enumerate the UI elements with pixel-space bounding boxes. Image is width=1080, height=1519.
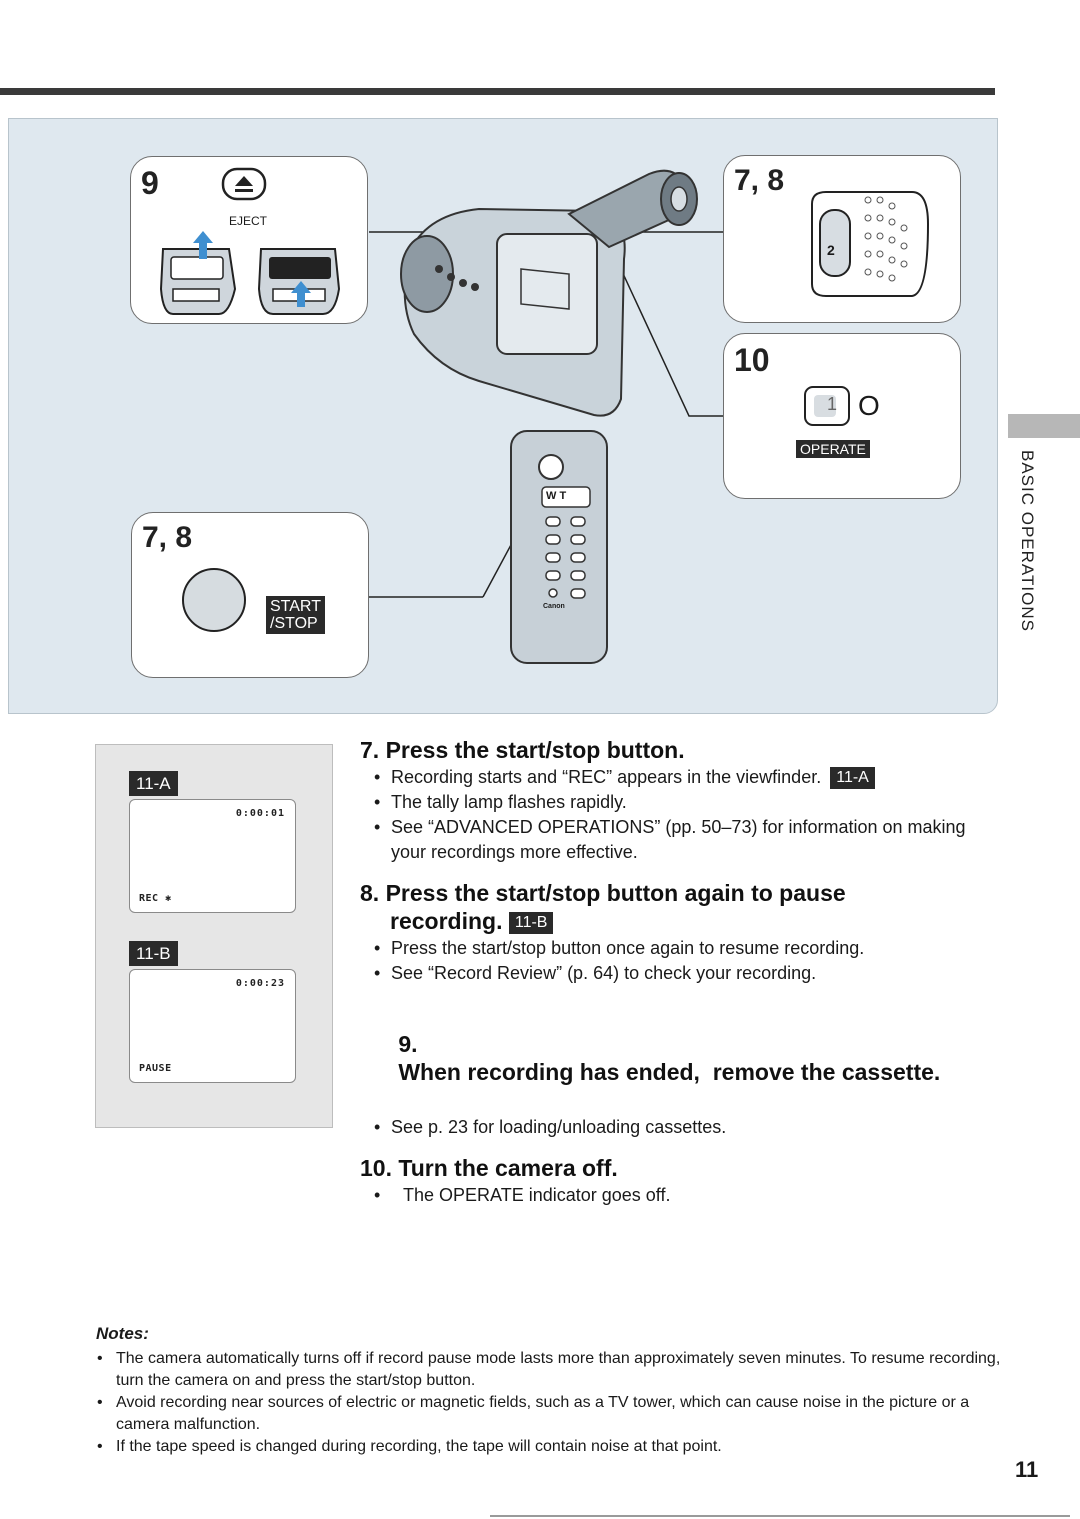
step-7-heading: 7. Press the start/stop button.	[360, 736, 1000, 764]
note-1: The camera automatically turns off if re…	[96, 1348, 1006, 1392]
step-8-heading-cont: recording. 11-B	[360, 907, 1000, 935]
step-7-title: Press the start/stop button.	[385, 737, 685, 763]
step-7-bullet-3: See “ADVANCED OPERATIONS” (pp. 50–73) fo…	[360, 815, 1000, 865]
step-7-bullet-1-text: Recording starts and “REC” appears in th…	[391, 767, 822, 787]
step-8-title-cont: recording.	[390, 908, 503, 934]
power-switch-icon	[804, 386, 850, 426]
step-number-9: 9	[141, 165, 159, 201]
cassette-compartment-icon	[159, 231, 341, 315]
start-label: START	[270, 598, 321, 615]
viewfinder-examples: 11-A 0:00:01 REC ✱ 11-B 0:00:23 PAUSE	[95, 744, 333, 1128]
viewfinder-screen-a: 0:00:01 REC ✱	[129, 799, 296, 913]
bullet-badge-11-a: 11-A	[830, 767, 875, 790]
step-8-bullet-1: Press the start/stop button once again t…	[360, 936, 1000, 961]
step-10-heading: 10. Turn the camera off.	[360, 1154, 1000, 1182]
panel-operate-switch: 10 1 O OPERATE	[723, 333, 961, 499]
button-mark-2: 2	[827, 242, 835, 258]
notes-title: Notes:	[96, 1324, 149, 1343]
bottom-rule	[490, 1515, 1070, 1517]
notes: Notes: The camera automatically turns of…	[96, 1324, 1006, 1458]
step-7-number: 7.	[360, 737, 380, 763]
heading-badge-11-b: 11-B	[508, 911, 554, 934]
section-tab	[1008, 414, 1080, 438]
start-stop-label: START /STOP	[266, 596, 325, 634]
note-2: Avoid recording near sources of electric…	[96, 1392, 1006, 1436]
status-rec: REC ✱	[139, 893, 172, 904]
status-pause: PAUSE	[139, 1063, 172, 1074]
step-number-7-8-bottom: 7, 8	[142, 521, 193, 554]
illustration-panel: W T Canon 9 EJECT 7, 8	[8, 118, 998, 714]
switch-mark-1: 1	[827, 394, 838, 414]
badge-11-a: 11-A	[129, 771, 178, 796]
remote-control-icon	[510, 430, 608, 664]
step-7-bullet-2: The tally lamp flashes rapidly.	[360, 790, 1000, 815]
step-10-title: Turn the camera off.	[398, 1155, 618, 1181]
step-7-bullet-1: Recording starts and “REC” appears in th…	[360, 765, 1000, 790]
eject-icon	[221, 167, 267, 201]
step-number-10: 10	[734, 342, 770, 378]
badge-11-b: 11-B	[129, 941, 178, 966]
step-7: 7. Press the start/stop button. Recordin…	[360, 736, 1000, 865]
step-10-number: 10.	[360, 1155, 392, 1181]
panel-start-stop: 7, 8 START /STOP	[131, 512, 369, 678]
camcorder-icon	[400, 169, 698, 417]
section-label: BASIC OPERATIONS	[1018, 450, 1037, 632]
viewfinder-screen-b: 0:00:23 PAUSE	[129, 969, 296, 1083]
panel-tally-button: 7, 8 2	[723, 155, 961, 323]
step-8-heading: 8. Press the start/stop button again to …	[360, 879, 1000, 907]
step-9-number: 9.	[398, 1031, 418, 1057]
stop-label: /STOP	[270, 615, 318, 632]
step-10-bullet-1: The OPERATE indicator goes off.	[360, 1183, 1000, 1208]
step-9-heading: 9. When recording has ended, remove the …	[360, 1002, 1000, 1114]
note-3: If the tape speed is changed during reco…	[96, 1436, 1006, 1458]
operate-indicator-label: OPERATE	[796, 440, 870, 458]
remote-zoom-label: W T	[546, 490, 567, 502]
step-8-number: 8.	[360, 880, 380, 906]
step-8-title: Press the start/stop button again to pau…	[385, 880, 846, 906]
steps: 7. Press the start/stop button. Recordin…	[360, 736, 1000, 1208]
step-9-title: When recording has ended, remove the cas…	[398, 1059, 941, 1085]
step-number-7-8: 7, 8	[734, 164, 785, 197]
eject-label: EJECT	[229, 214, 268, 228]
timecode-b: 0:00:23	[235, 978, 285, 989]
step-8-bullet-2: See “Record Review” (p. 64) to check you…	[360, 961, 1000, 986]
camcorder-illustration	[369, 169, 725, 664]
switch-off-mark: O	[858, 390, 880, 421]
start-stop-button-icon	[182, 568, 246, 632]
microphone-grille-icon	[811, 191, 930, 297]
page-number: 11	[1015, 1457, 1039, 1482]
step-10: 10. Turn the camera off. The OPERATE ind…	[360, 1154, 1000, 1208]
step-9-bullet-1: See p. 23 for loading/unloading cassette…	[360, 1115, 1000, 1140]
panel-eject: 9 EJECT	[130, 156, 368, 324]
step-8: 8. Press the start/stop button again to …	[360, 879, 1000, 986]
step-9: 9. When recording has ended, remove the …	[360, 1002, 1000, 1140]
remote-brand-label: Canon	[543, 603, 565, 610]
timecode-a: 0:00:01	[235, 808, 285, 819]
top-rule	[0, 88, 995, 95]
